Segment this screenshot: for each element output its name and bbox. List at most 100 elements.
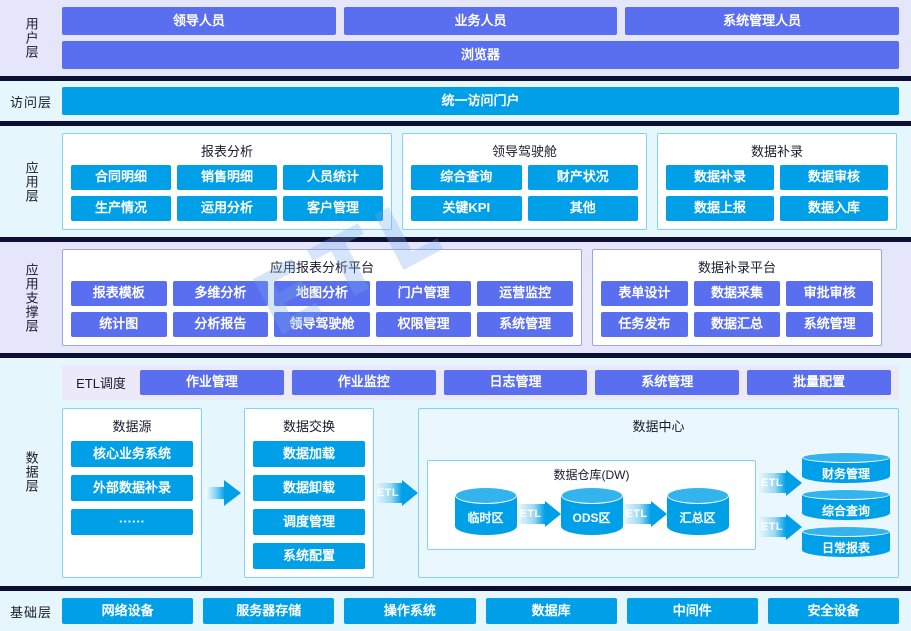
data-layer-label: 数据层	[23, 451, 39, 493]
support-item-data-aggregation[interactable]: 数据汇总	[693, 312, 781, 337]
support-item-statistics-chart[interactable]: 统计图	[71, 312, 167, 337]
app-item-data-report[interactable]: 数据上报	[666, 196, 774, 221]
card-leader-cockpit: 领导驾驶舱 综合查询 财产状况 关键KPI 其他	[402, 133, 647, 230]
infra-operating-system[interactable]: 操作系统	[344, 598, 476, 624]
etl-arrow-label-5: ETL	[760, 521, 784, 533]
user-role-sysadmin[interactable]: 系统管理人员	[625, 7, 900, 35]
support-layer-band: 应用支撑层 应用报表分析平台 报表模板 多维分析 地图分析 门户管理 运营监控 …	[0, 242, 911, 353]
output-finance-management-label: 财务管理	[821, 467, 870, 481]
app-item-staff-stats[interactable]: 人员统计	[283, 165, 383, 190]
user-role-leader[interactable]: 领导人员	[62, 7, 336, 35]
arrow-ods-to-summary: ETL	[622, 501, 667, 527]
warehouse-zone-ods[interactable]: ODS区	[560, 487, 623, 541]
infra-network-device[interactable]: 网络设备	[62, 598, 194, 624]
panel-data-exchange: 数据交换 数据加载 数据卸载 调度管理 系统配置	[244, 408, 374, 578]
infra-middleware[interactable]: 中间件	[626, 598, 758, 624]
support-item-permission-management[interactable]: 权限管理	[375, 312, 472, 337]
app-item-sales-detail[interactable]: 销售明细	[177, 165, 277, 190]
etl-item-batch-config[interactable]: 批量配置	[747, 370, 891, 395]
support-item-form-design[interactable]: 表单设计	[601, 281, 688, 306]
etl-arrow-label-4: ETL	[760, 477, 784, 489]
source-ellipsis[interactable]: ······	[71, 509, 193, 535]
separator-4	[0, 353, 911, 358]
app-item-comprehensive-query[interactable]: 综合查询	[411, 165, 522, 190]
output-daily-report-label: 日常报表	[821, 541, 870, 555]
infrastructure-layer-label: 基础层	[9, 604, 52, 620]
app-item-key-kpi[interactable]: 关键KPI	[411, 196, 522, 221]
etl-item-job-monitoring[interactable]: 作业监控	[291, 370, 436, 395]
infra-server-storage[interactable]: 服务器存储	[203, 598, 335, 624]
access-layer-band: 访问层 统一访问门户	[0, 81, 911, 121]
warehouse-zone-ods-label: ODS区	[572, 511, 611, 525]
arrow-exchange-to-center: ETL	[374, 408, 418, 578]
panel-data-source-title: 数据源	[112, 419, 152, 434]
etl-arrow-icon-2: ETL	[516, 501, 561, 527]
app-item-operation-analysis[interactable]: 运用分析	[177, 196, 277, 221]
support-item-system-management[interactable]: 系统管理	[477, 312, 573, 337]
etl-arrow-icon-5: ETL	[758, 514, 802, 540]
etl-arrow-icon-3: ETL	[622, 501, 667, 527]
support-item-map-analysis[interactable]: 地图分析	[274, 281, 370, 306]
infrastructure-layer-band: 基础层 网络设备 服务器存储 操作系统 数据库 中间件 安全设备	[0, 591, 911, 631]
data-layer-band: 数据层 ETL调度 作业管理 作业监控 日志管理 系统管理 批量配置 数据源 核…	[0, 358, 911, 586]
output-comprehensive-query-label: 综合查询	[821, 504, 870, 518]
user-role-business[interactable]: 业务人员	[343, 7, 618, 35]
exchange-system-config[interactable]: 系统配置	[253, 543, 365, 569]
support-layer-label: 应用支撑层	[23, 262, 39, 333]
exchange-data-unload[interactable]: 数据卸载	[253, 475, 365, 501]
warehouse-zone-temp[interactable]: 临时区	[454, 487, 517, 541]
browser-row: 浏览器	[62, 41, 899, 69]
support-item-report-template[interactable]: 报表模板	[71, 281, 167, 306]
support-item-data-collection[interactable]: 数据采集	[693, 281, 781, 306]
app-item-data-storage[interactable]: 数据入库	[780, 196, 888, 221]
output-finance-management[interactable]: 财务管理	[802, 452, 890, 484]
right-arrow-icon	[205, 480, 241, 506]
separator-5	[0, 586, 911, 591]
support-item-analysis-report[interactable]: 分析报告	[172, 312, 269, 337]
access-layer-label: 访问层	[9, 94, 52, 110]
data-warehouse-title: 数据仓库(DW)	[553, 468, 630, 482]
warehouse-zone-summary[interactable]: 汇总区	[666, 487, 729, 541]
app-item-production-status[interactable]: 生产情况	[71, 196, 171, 221]
output-daily-report[interactable]: 日常报表	[802, 526, 890, 558]
support-item-task-publish[interactable]: 任务发布	[601, 312, 688, 337]
exchange-schedule-management[interactable]: 调度管理	[253, 509, 365, 535]
separator-1	[0, 76, 911, 81]
support-item-leader-cockpit[interactable]: 领导驾驶舱	[274, 312, 370, 337]
app-item-property-status[interactable]: 财产状况	[527, 165, 638, 190]
card-leader-cockpit-title: 领导驾驶舱	[491, 144, 557, 159]
warehouse-zone-summary-label: 汇总区	[679, 511, 716, 525]
separator-3	[0, 237, 911, 242]
infra-security-device[interactable]: 安全设备	[767, 598, 900, 624]
etl-item-log-management[interactable]: 日志管理	[443, 370, 588, 395]
app-item-data-review[interactable]: 数据审核	[780, 165, 888, 190]
etl-arrow-label: ETL	[376, 487, 400, 499]
support-item-operation-monitoring[interactable]: 运营监控	[477, 281, 573, 306]
panel-data-source: 数据源 核心业务系统 外部数据补录 ······	[62, 408, 202, 578]
etl-schedule-label: ETL调度	[76, 376, 126, 391]
etl-item-system-management[interactable]: 系统管理	[595, 370, 740, 395]
support-item-approval-review[interactable]: 审批审核	[786, 281, 873, 306]
etl-arrow-label-3: ETL	[625, 508, 648, 520]
etl-item-job-management[interactable]: 作业管理	[140, 370, 284, 395]
browser-block[interactable]: 浏览器	[62, 41, 899, 69]
application-layer-label: 应用层	[23, 160, 39, 203]
app-item-contract-detail[interactable]: 合同明细	[71, 165, 171, 190]
exchange-data-load[interactable]: 数据加载	[253, 441, 365, 467]
output-comprehensive-query[interactable]: 综合查询	[802, 489, 890, 521]
unified-portal-block[interactable]: 统一访问门户	[62, 87, 899, 115]
app-item-customer-management[interactable]: 客户管理	[283, 196, 383, 221]
infra-database[interactable]: 数据库	[485, 598, 617, 624]
separator-2	[0, 121, 911, 126]
app-item-data-entry[interactable]: 数据补录	[666, 165, 774, 190]
arrows-warehouse-to-outputs: ETL ETL	[756, 470, 802, 540]
support-item-portal-management[interactable]: 门户管理	[375, 281, 472, 306]
panel-data-exchange-title: 数据交换	[282, 419, 335, 434]
source-core-business-system[interactable]: 核心业务系统	[71, 441, 193, 467]
source-external-data-entry[interactable]: 外部数据补录	[71, 475, 193, 501]
support-item-multidim-analysis[interactable]: 多维分析	[172, 281, 269, 306]
etl-arrow-label-2: ETL	[519, 508, 542, 520]
card-report-platform: 应用报表分析平台 报表模板 多维分析 地图分析 门户管理 运营监控 统计图 分析…	[62, 249, 582, 346]
app-item-other[interactable]: 其他	[527, 196, 638, 221]
support-item-system-management-2[interactable]: 系统管理	[786, 312, 873, 337]
